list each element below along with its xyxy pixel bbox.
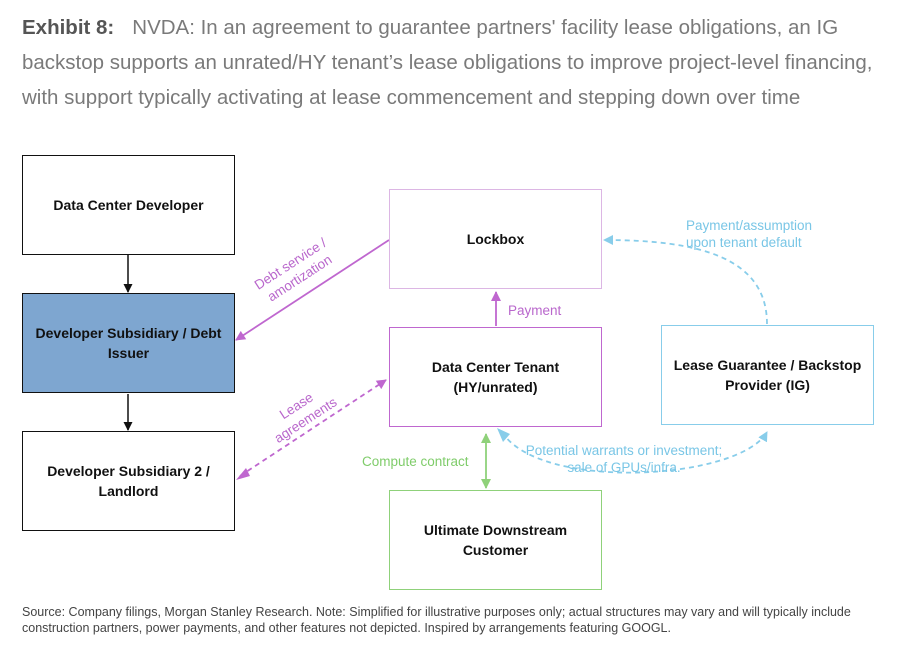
label-compute-contract: Compute contract <box>362 454 469 469</box>
label-payment: Payment <box>508 303 562 318</box>
node-label: Lockbox <box>466 231 525 247</box>
node-lockbox: Lockbox <box>389 189 602 289</box>
arrow-warrants <box>501 431 768 474</box>
arrow-lease-agreements-head <box>236 468 250 480</box>
arrow-debt-service <box>235 239 390 341</box>
source-note: Source: Company filings, Morgan Stanley … <box>22 605 851 635</box>
node-label: Lease Guarantee / Backstop Provider (IG) <box>673 357 862 393</box>
node-data-center-developer: Data Center Developer <box>22 155 235 255</box>
node-developer-subsidiary-2: Developer Subsidiary 2 / Landlord <box>22 431 235 531</box>
arrow-warrants-start-head <box>497 428 510 442</box>
node-label: Data Center Tenant (HY/unrated) <box>431 359 560 395</box>
node-developer-subsidiary: Developer Subsidiary / Debt Issuer <box>22 293 235 393</box>
arrow-lease-agreements <box>239 379 387 477</box>
exhibit-number: Exhibit 8: <box>22 16 115 39</box>
exhibit-title: Exhibit 8:NVDA: In an agreement to guara… <box>22 10 892 115</box>
node-label: Developer Subsidiary 2 / Landlord <box>47 463 210 499</box>
label-warrants: Potential warrants or investment; sale o… <box>525 443 723 475</box>
exhibit-title-text: NVDA: In an agreement to guarantee partn… <box>22 16 873 109</box>
node-label: Developer Subsidiary / Debt Issuer <box>35 325 222 361</box>
label-payment-assumption: Payment/assumption upon tenant default <box>686 218 813 250</box>
node-data-center-tenant: Data Center Tenant (HY/unrated) <box>389 327 602 427</box>
node-label: Ultimate Downstream Customer <box>423 522 568 558</box>
node-lease-guarantor: Lease Guarantee / Backstop Provider (IG) <box>661 325 874 425</box>
node-label: Data Center Developer <box>53 197 204 213</box>
node-downstream-customer: Ultimate Downstream Customer <box>389 490 602 590</box>
arrow-payment-assumption <box>603 235 768 325</box>
